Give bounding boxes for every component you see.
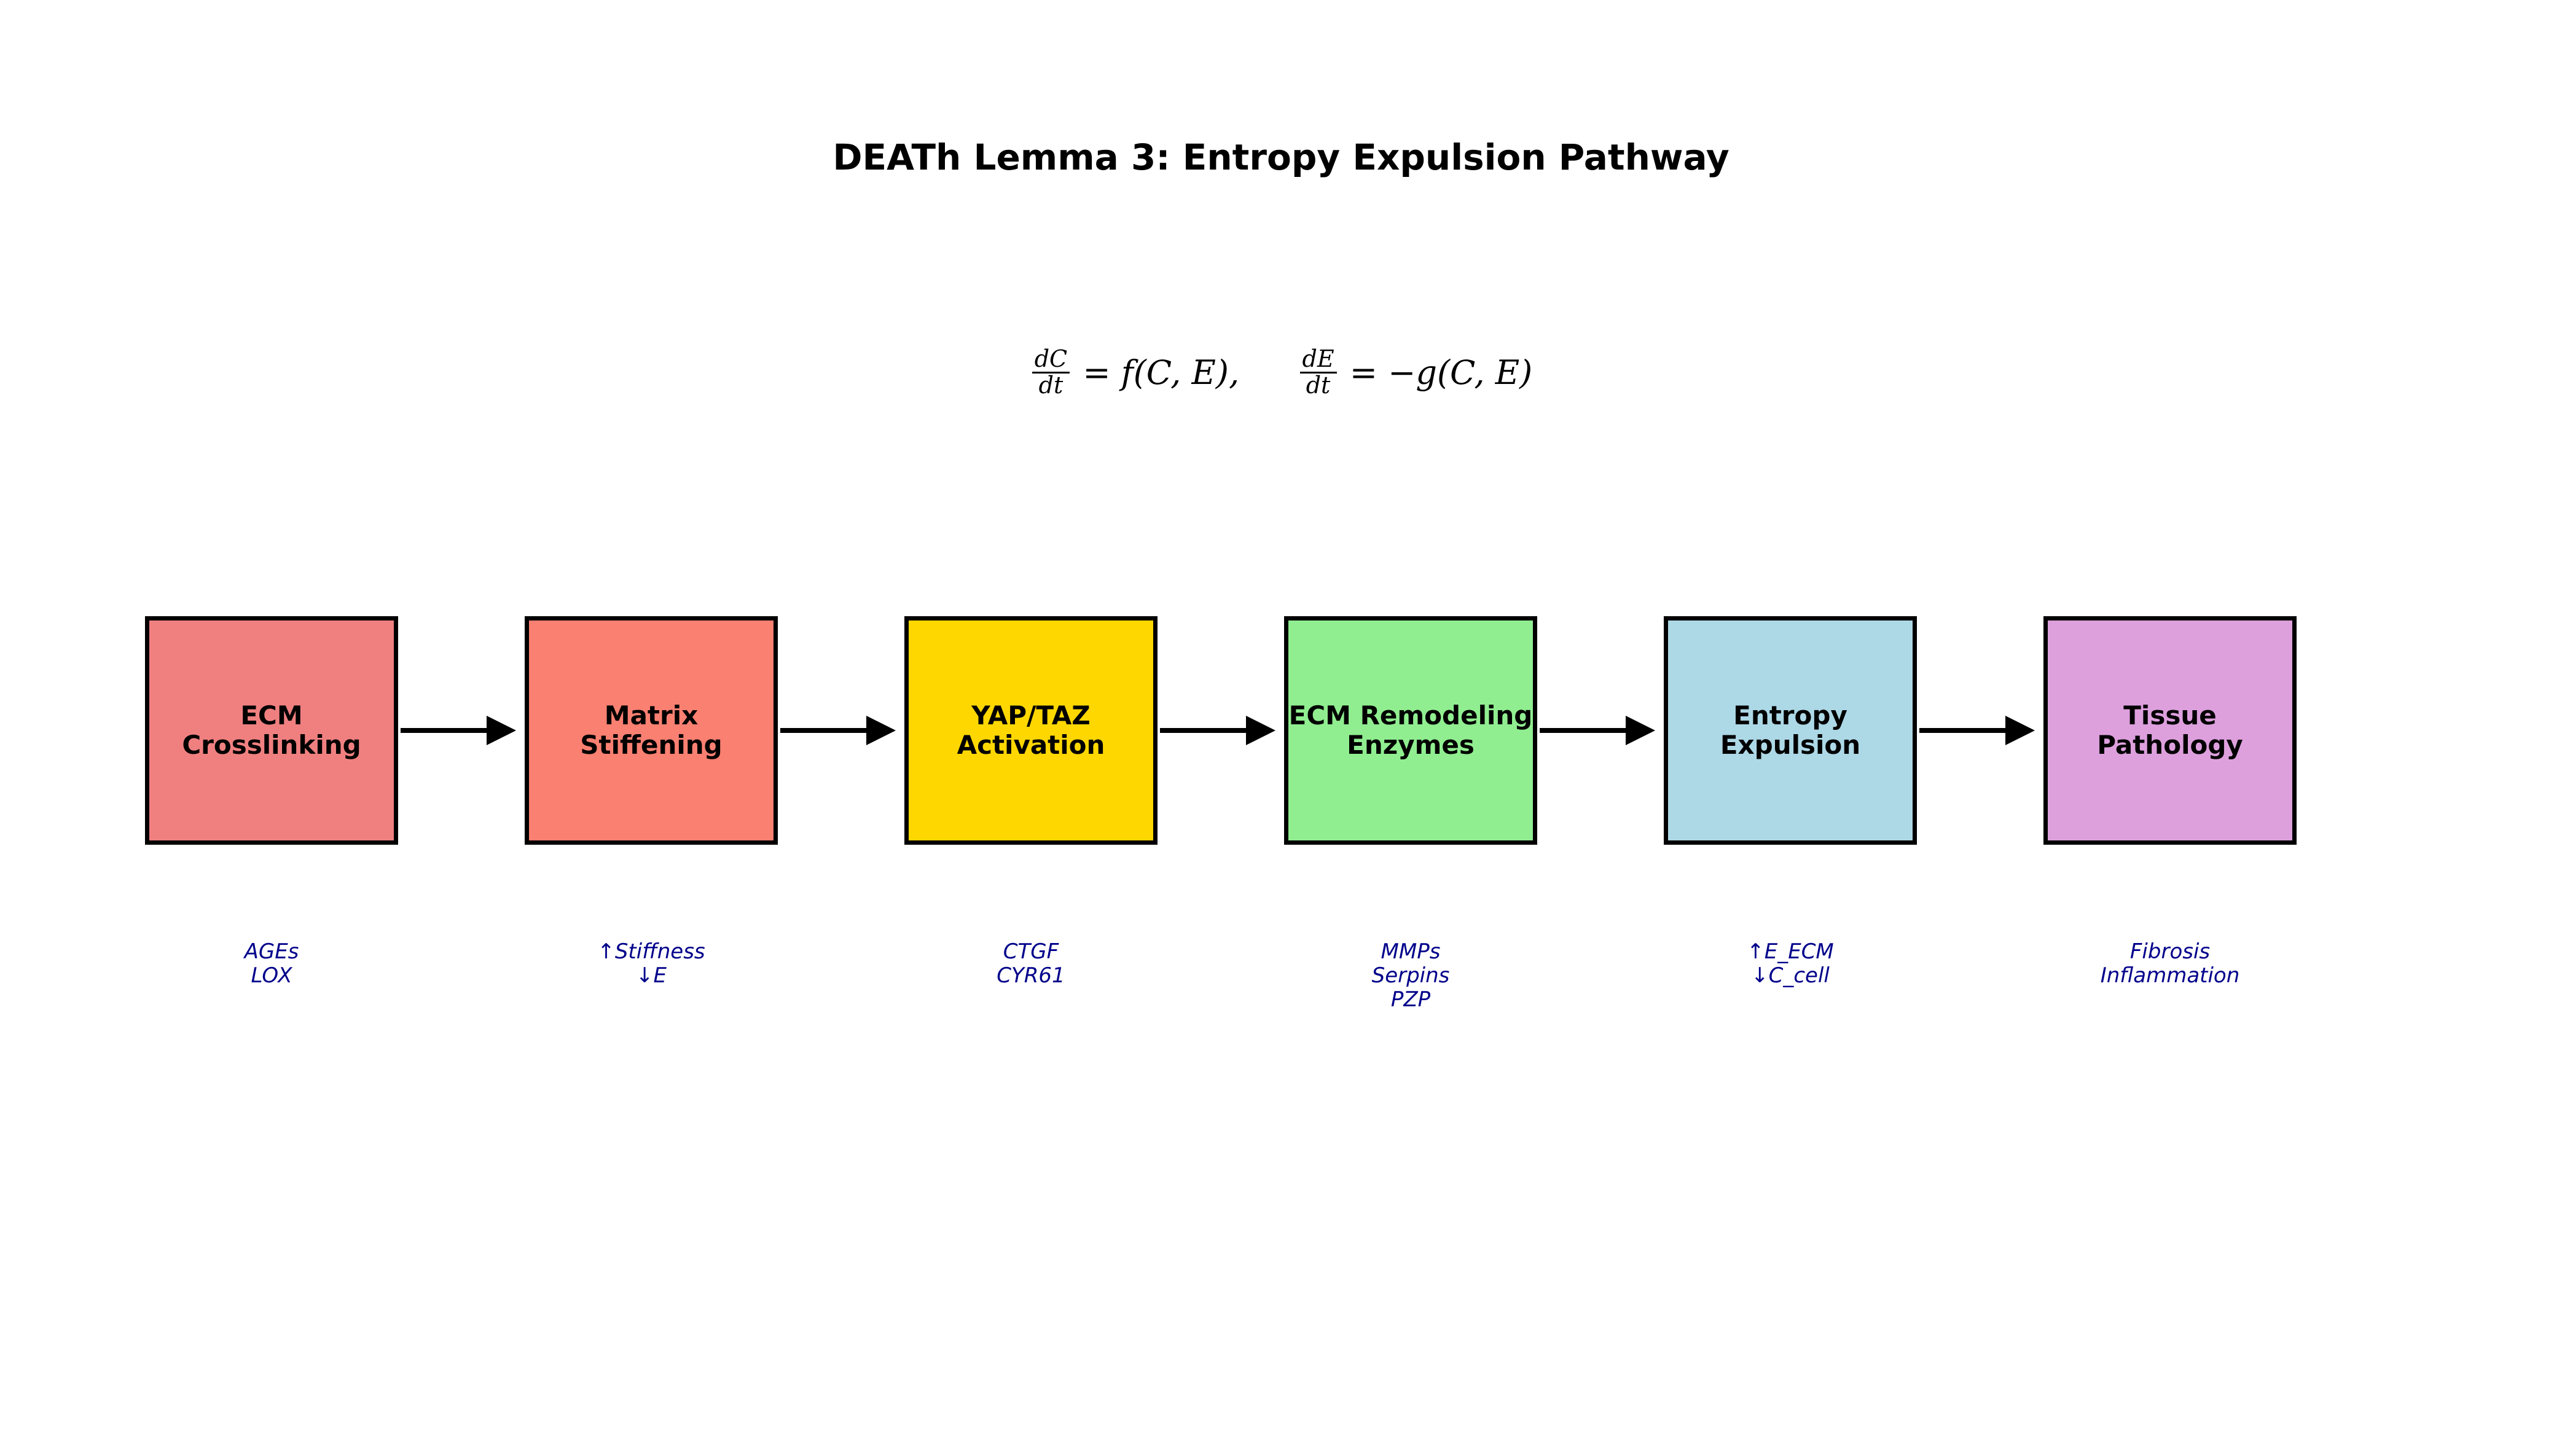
pathway-step-label: Tissue Pathology bbox=[2097, 700, 2243, 760]
pathway-step-box: ECM Remodeling Enzymes bbox=[1284, 616, 1537, 845]
fraction-denominator: dt bbox=[1306, 371, 1331, 399]
pathway-step-label: ECM Remodeling Enzymes bbox=[1288, 700, 1533, 760]
equation-rhs-1: = f(C, E), bbox=[1083, 353, 1240, 392]
pathway-step-label: Matrix Stiffening bbox=[580, 700, 723, 760]
pathway-step-box: Tissue Pathology bbox=[2043, 616, 2297, 845]
diagram-title: DEATh Lemma 3: Entropy Expulsion Pathway bbox=[832, 136, 1730, 178]
pathway-step-box: Entropy Expulsion bbox=[1664, 616, 1917, 845]
fraction-denominator: dt bbox=[1038, 371, 1064, 399]
pathway-step-box: Matrix Stiffening bbox=[525, 616, 778, 845]
fraction-numerator: dC bbox=[1032, 346, 1070, 374]
pathway-step-label: Entropy Expulsion bbox=[1720, 700, 1861, 760]
pathway-step-note: AGEs LOX bbox=[244, 939, 299, 988]
pathway-step-note: CTGF CYR61 bbox=[997, 939, 1065, 988]
pathway-step-label: YAP/TAZ Activation bbox=[957, 700, 1105, 760]
fraction-numerator: dE bbox=[1299, 346, 1337, 374]
pathway-step-box: ECM Crosslinking bbox=[145, 616, 398, 845]
equation: dC dt = f(C, E), dE dt = −g(C, E) bbox=[0, 346, 2562, 399]
pathway-step-note: Fibrosis Inflammation bbox=[2100, 939, 2240, 988]
derivative-de-dt: dE dt bbox=[1299, 346, 1337, 399]
derivative-dc-dt: dC dt bbox=[1032, 346, 1070, 399]
pathway-step-box: YAP/TAZ Activation bbox=[904, 616, 1158, 845]
pathway-step-note: MMPs Serpins PZP bbox=[1371, 939, 1450, 1012]
pathway-step-note: ↑E_ECM ↓C_cell bbox=[1747, 939, 1834, 988]
equation-rhs-2: = −g(C, E) bbox=[1349, 353, 1533, 392]
pathway-step-note: ↑Stiffness ↓E bbox=[597, 939, 705, 988]
pathway-step-label: ECM Crosslinking bbox=[182, 700, 361, 760]
